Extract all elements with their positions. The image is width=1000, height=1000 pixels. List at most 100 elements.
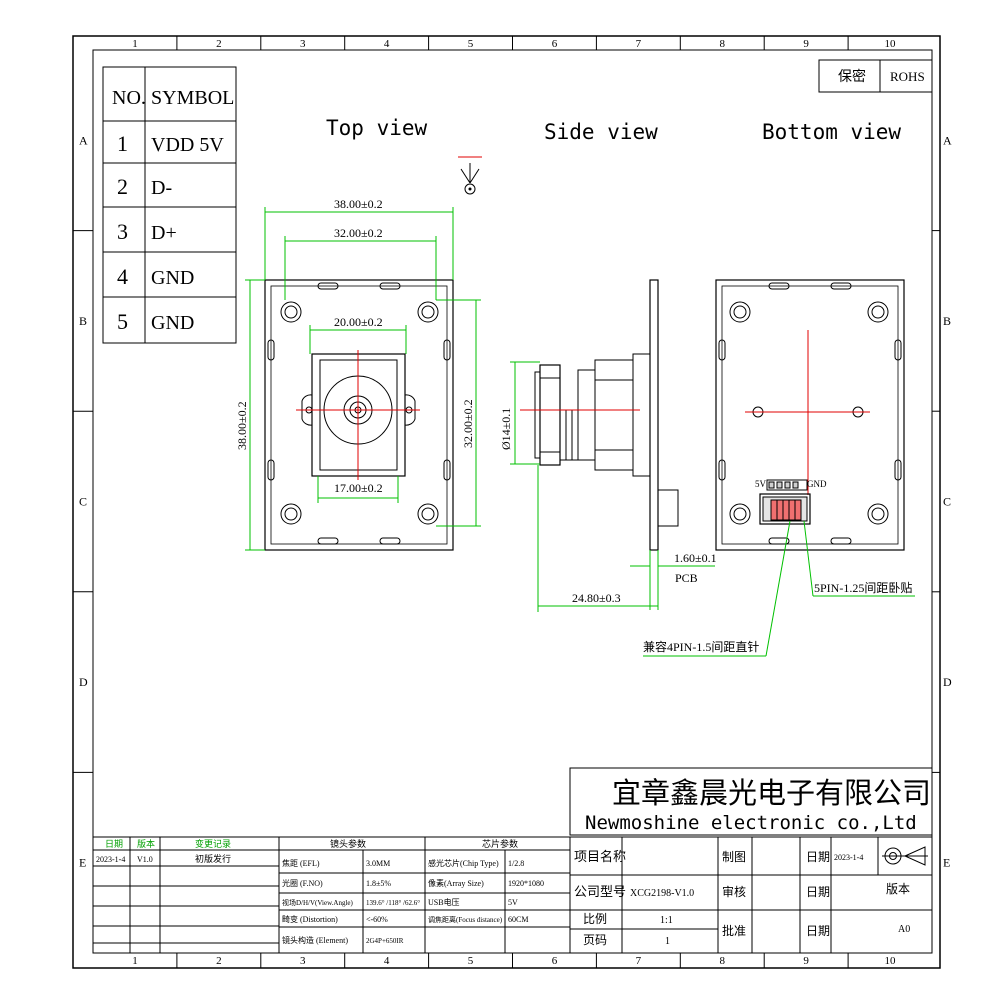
symbol-row-name: D+ <box>151 222 177 244</box>
dim-top-width-inner: 17.00±0.2 <box>334 481 383 495</box>
side-view <box>520 279 679 551</box>
column-label: 6 <box>552 38 558 50</box>
revision-table: 日期 版本 变更记录 2023-1-4 V1.0 初版发行 <box>92 836 280 954</box>
column-label: 1 <box>132 955 138 967</box>
chip-param-value: 5V <box>508 898 518 907</box>
side-view-dimensions: Ø14±0.1 1.60±0.1 PCB 24.80±0.3 <box>499 361 717 612</box>
scale-value: 1:1 <box>660 915 673 926</box>
column-label: 8 <box>720 38 726 50</box>
dim-side-diameter: Ø14±0.1 <box>499 408 513 450</box>
symbol-row-no: 4 <box>117 264 128 289</box>
dim-side-pcb-thickness: 1.60±0.1 <box>674 551 717 565</box>
date-value: 2023-1-4 <box>834 853 863 862</box>
symbol-row-name: GND <box>151 267 194 289</box>
note-dip-connector: 兼容4PIN-1.5间距直针 <box>643 639 759 654</box>
symbol-table: NO. SYMBOL 1 VDD 5V 2 D- 3 D+ 4 GND 5 GN… <box>102 66 237 344</box>
confidential-box: 保密 ROHS <box>818 59 933 93</box>
column-label: 10 <box>885 38 897 50</box>
model-value: XCG2198-V1.0 <box>630 888 694 899</box>
dim-top-width-lens: 20.00±0.2 <box>334 315 383 329</box>
review-label: 审核 <box>722 884 746 899</box>
version-label: 版本 <box>886 882 910 896</box>
symbol-header-symbol: SYMBOL <box>151 87 234 109</box>
dim-top-height-holes: 32.00±0.2 <box>461 399 475 448</box>
column-label: 2 <box>216 38 222 50</box>
drawn-label: 制图 <box>722 850 746 864</box>
date-label-drawn: 日期 <box>806 850 830 864</box>
column-label: 5 <box>468 955 474 967</box>
revision-change: 初版发行 <box>195 853 231 864</box>
company-name-en: Newmoshine electronic co.,Ltd <box>585 812 917 834</box>
date-label-approve: 日期 <box>806 924 830 938</box>
column-label: 1 <box>132 38 138 50</box>
bottom-view: 5V GND <box>715 279 905 551</box>
side-view-title: Side view <box>544 120 658 144</box>
column-label: 3 <box>300 38 306 50</box>
column-label: 4 <box>384 38 390 50</box>
lens-param-value: 1.8±5% <box>366 879 391 888</box>
approve-label: 批准 <box>722 923 746 938</box>
top-view-title: Top view <box>326 116 428 140</box>
column-label: 9 <box>803 955 809 967</box>
chip-param-value: 1920*1080 <box>508 879 544 888</box>
dim-top-height-outer: 38.00±0.2 <box>235 401 249 450</box>
symbol-row-no: 5 <box>117 309 128 334</box>
chip-param-value: 60CM <box>508 915 528 924</box>
scale-label: 比例 <box>583 912 607 926</box>
symbol-row-no: 3 <box>117 219 128 244</box>
symbol-row-name: GND <box>151 312 194 334</box>
projection-symbol-icon <box>882 846 928 866</box>
row-label: C <box>943 495 951 509</box>
chip-params-table: 芯片参数 感光芯片(Chip Type) 1/2.8 像素(Array Size… <box>424 836 571 954</box>
symbol-row-name: VDD 5V <box>151 134 224 156</box>
bottom-view-notes: 5PIN-1.25间距卧贴 兼容4PIN-1.5间距直针 <box>643 520 915 657</box>
page-label: 页码 <box>583 933 607 947</box>
row-label: C <box>79 495 87 509</box>
column-label: 4 <box>384 955 390 967</box>
column-label: 7 <box>636 38 642 50</box>
title-block: 项目名称 公司型号 XCG2198-V1.0 比例 1:1 页码 1 制图 审核… <box>569 836 933 954</box>
column-label: 5 <box>468 38 474 50</box>
row-label: E <box>79 856 86 870</box>
column-label: 10 <box>885 955 897 967</box>
top-view <box>264 279 454 551</box>
row-label: D <box>943 675 952 689</box>
row-label: E <box>943 856 950 870</box>
chip-param-value: 1/2.8 <box>508 859 524 868</box>
logo-symbol-icon <box>458 156 482 195</box>
pin-label-5v: 5V <box>755 479 767 489</box>
lens-param-name: 焦距 (EFL) <box>282 858 320 868</box>
chip-param-name: USB电压 <box>428 897 460 907</box>
column-label: 3 <box>300 955 306 967</box>
row-label: B <box>79 314 87 328</box>
lens-param-name: 畸变 (Distortion) <box>282 914 338 924</box>
dim-top-width-outer: 38.00±0.2 <box>334 197 383 211</box>
chip-param-name: 感光芯片(Chip Type) <box>428 858 499 868</box>
column-label: 7 <box>636 955 642 967</box>
column-label: 2 <box>216 955 222 967</box>
lens-param-value: 3.0MM <box>366 859 390 868</box>
chip-param-name: 像素(Array Size) <box>428 878 484 888</box>
row-label: A <box>943 133 952 147</box>
lens-param-name: 光圈 (F.NO) <box>282 878 323 888</box>
top-view-dimensions: 38.00±0.2 32.00±0.2 20.00±0.2 17.00±0.2 … <box>235 197 481 551</box>
lens-param-name: 镜头构造 (Element) <box>282 935 348 945</box>
lens-param-value: 2G4P+650IR <box>366 937 404 945</box>
lens-params-title: 镜头参数 <box>330 838 366 849</box>
dim-side-length: 24.80±0.3 <box>572 591 621 605</box>
outer-frame <box>72 35 941 969</box>
symbol-row-no: 2 <box>117 174 128 199</box>
pin-label-gnd: GND <box>807 479 827 489</box>
symbol-header-no: NO. <box>112 87 146 109</box>
lens-param-value: 139.6° /118° /62.6° <box>366 899 420 907</box>
rohs-label: ROHS <box>890 69 925 84</box>
note-smd-connector: 5PIN-1.25间距卧贴 <box>814 581 912 595</box>
dim-side-pcb-label: PCB <box>675 571 698 585</box>
dim-top-width-holes: 32.00±0.2 <box>334 226 383 240</box>
confidential-label: 保密 <box>838 68 866 85</box>
page-value: 1 <box>665 936 670 947</box>
